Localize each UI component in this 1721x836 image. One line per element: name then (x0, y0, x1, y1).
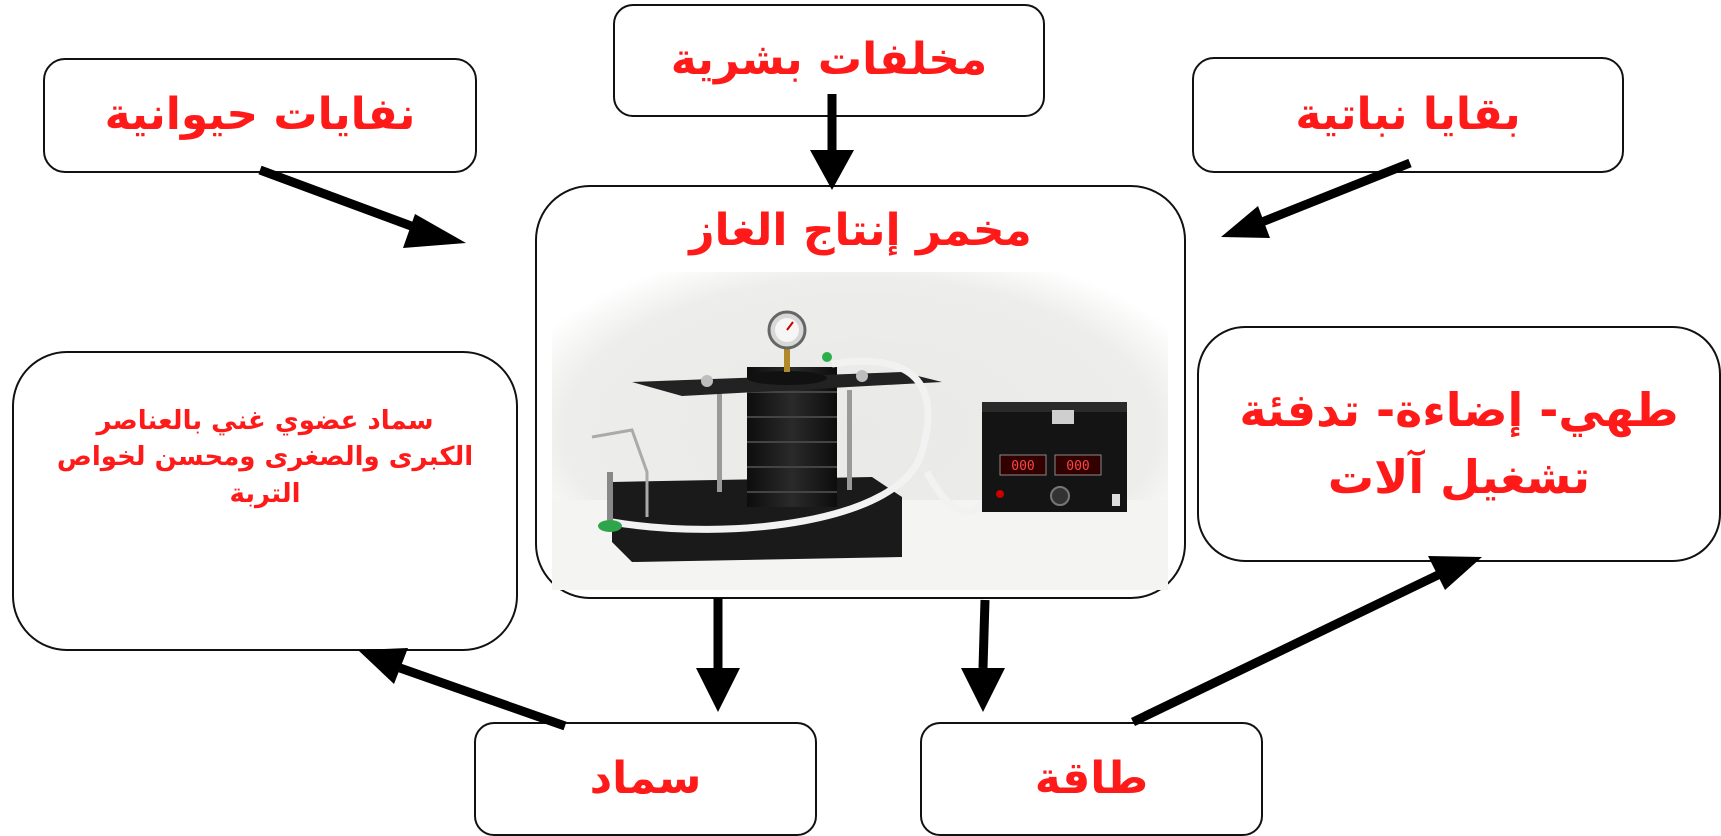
digester-title: مخمر إنتاج الغاز (689, 205, 1032, 256)
arrow-plant-to-digester (1260, 158, 1412, 227)
digester-apparatus-photo: 000 000 (552, 272, 1168, 590)
output-energy-box: طاقة (920, 722, 1263, 836)
output-energy-label: طاقة (1034, 752, 1149, 804)
arrow-fertilizer-to-description (398, 663, 567, 731)
input-plant-residue-label: بقايا نباتية (1295, 88, 1521, 140)
arrow-digester-to-energy (978, 599, 990, 669)
fertilizer-description-label: سماد عضوي غني بالعناصر الكبرى والصغرى وم… (56, 406, 474, 509)
display-right-readout: 000 (1066, 459, 1089, 474)
input-animal-waste-label: نفايات حيوانية (104, 89, 416, 141)
fertilizer-description-box: سماد عضوي غني بالعناصر الكبرى والصغرى وم… (12, 351, 518, 651)
input-plant-residue-box: بقايا نباتية (1192, 57, 1624, 173)
display-left-readout: 000 (1011, 459, 1034, 474)
gas-tube (611, 357, 932, 533)
arrow-animal-to-digester (258, 165, 424, 235)
output-fertilizer-box: سماد (474, 722, 817, 836)
energy-uses-line-1: طهي- إضاءة- تدفئة (1239, 383, 1679, 438)
input-human-waste-label: مخلفات بشرية (670, 34, 988, 86)
energy-uses-box: طهي- إضاءة- تدفئة تشغيل آلات (1197, 326, 1721, 562)
energy-uses-text: طهي- إضاءة- تدفئة تشغيل آلات (1239, 377, 1678, 510)
arrow-energy-to-uses (1131, 570, 1440, 727)
output-fertilizer-label: سماد (589, 752, 702, 804)
energy-uses-line-2: تشغيل آلات (1327, 450, 1591, 504)
